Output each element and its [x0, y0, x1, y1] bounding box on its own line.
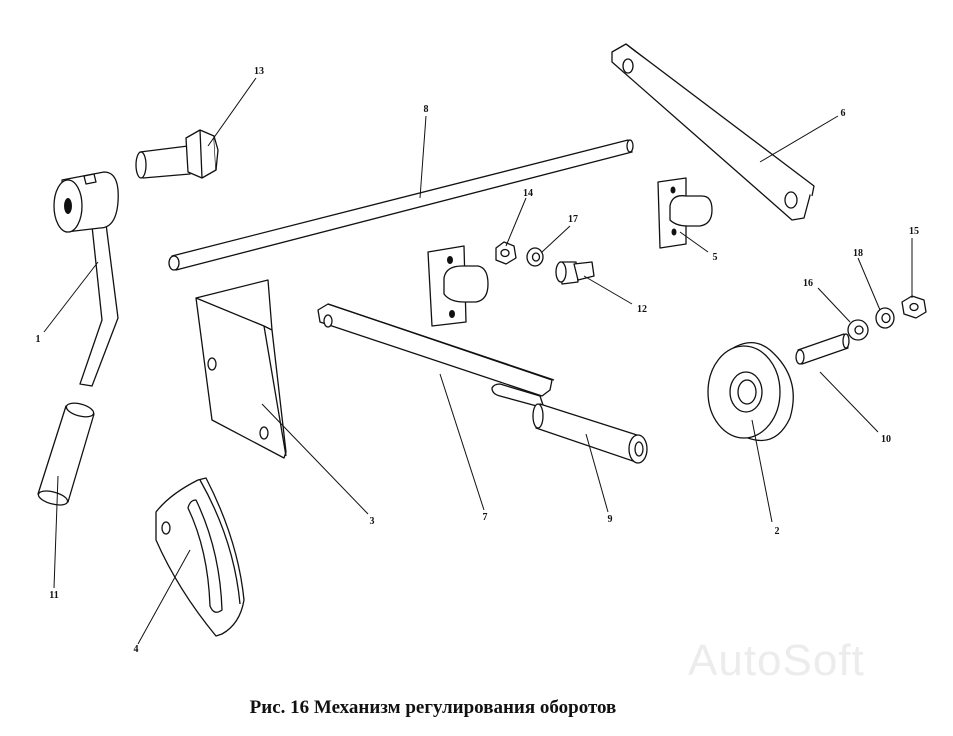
part-10-axle: [795, 333, 850, 365]
part-2-pulley: [707, 342, 794, 442]
part-3-bracket: [195, 279, 287, 459]
callout-13: 13: [254, 66, 264, 77]
callout-4: 4: [134, 644, 139, 655]
part-8-rod: [168, 139, 634, 271]
part-13-bolt: [135, 129, 219, 179]
callout-9: 9: [608, 514, 613, 525]
part-clip-bracket-left: [427, 245, 489, 327]
callout-6: 6: [841, 108, 846, 119]
callout-5: 5: [713, 252, 718, 263]
callout-1: 1: [36, 334, 41, 345]
callout-17: 17: [568, 214, 578, 225]
part-17-washer: [526, 247, 544, 267]
part-18-washer: [875, 307, 895, 329]
figure-caption: Рис. 16 Механизм регулирования оборотов: [249, 697, 617, 718]
callout-2: 2: [775, 526, 780, 537]
part-4-plate: [155, 477, 245, 637]
part-5-clip: [657, 177, 713, 249]
watermark: AutoSoft: [688, 636, 865, 685]
part-16-washer: [847, 319, 869, 341]
callout-11: 11: [49, 590, 58, 601]
leader-lines: [43, 77, 913, 645]
part-1-lever: [53, 171, 119, 387]
callout-14: 14: [523, 188, 533, 199]
part-11-sleeve: [37, 402, 95, 506]
part-9-rod: [532, 403, 648, 464]
part-14-nut: [495, 241, 517, 265]
callout-16: 16: [803, 278, 813, 289]
callout-12: 12: [637, 304, 647, 315]
callout-10: 10: [881, 434, 891, 445]
callout-labels: 13 1 11 8 6 5 14 17 12 15 18 16 10 2 3 7…: [36, 66, 920, 655]
callout-15: 15: [909, 226, 919, 237]
callout-8: 8: [424, 104, 429, 115]
part-12-bolt: [555, 261, 595, 285]
part-15-nut: [901, 295, 927, 319]
part-6-strap: [611, 43, 815, 221]
callout-3: 3: [370, 516, 375, 527]
part-7-bar: [317, 303, 555, 409]
callout-7: 7: [483, 512, 488, 523]
callout-18: 18: [853, 248, 863, 259]
